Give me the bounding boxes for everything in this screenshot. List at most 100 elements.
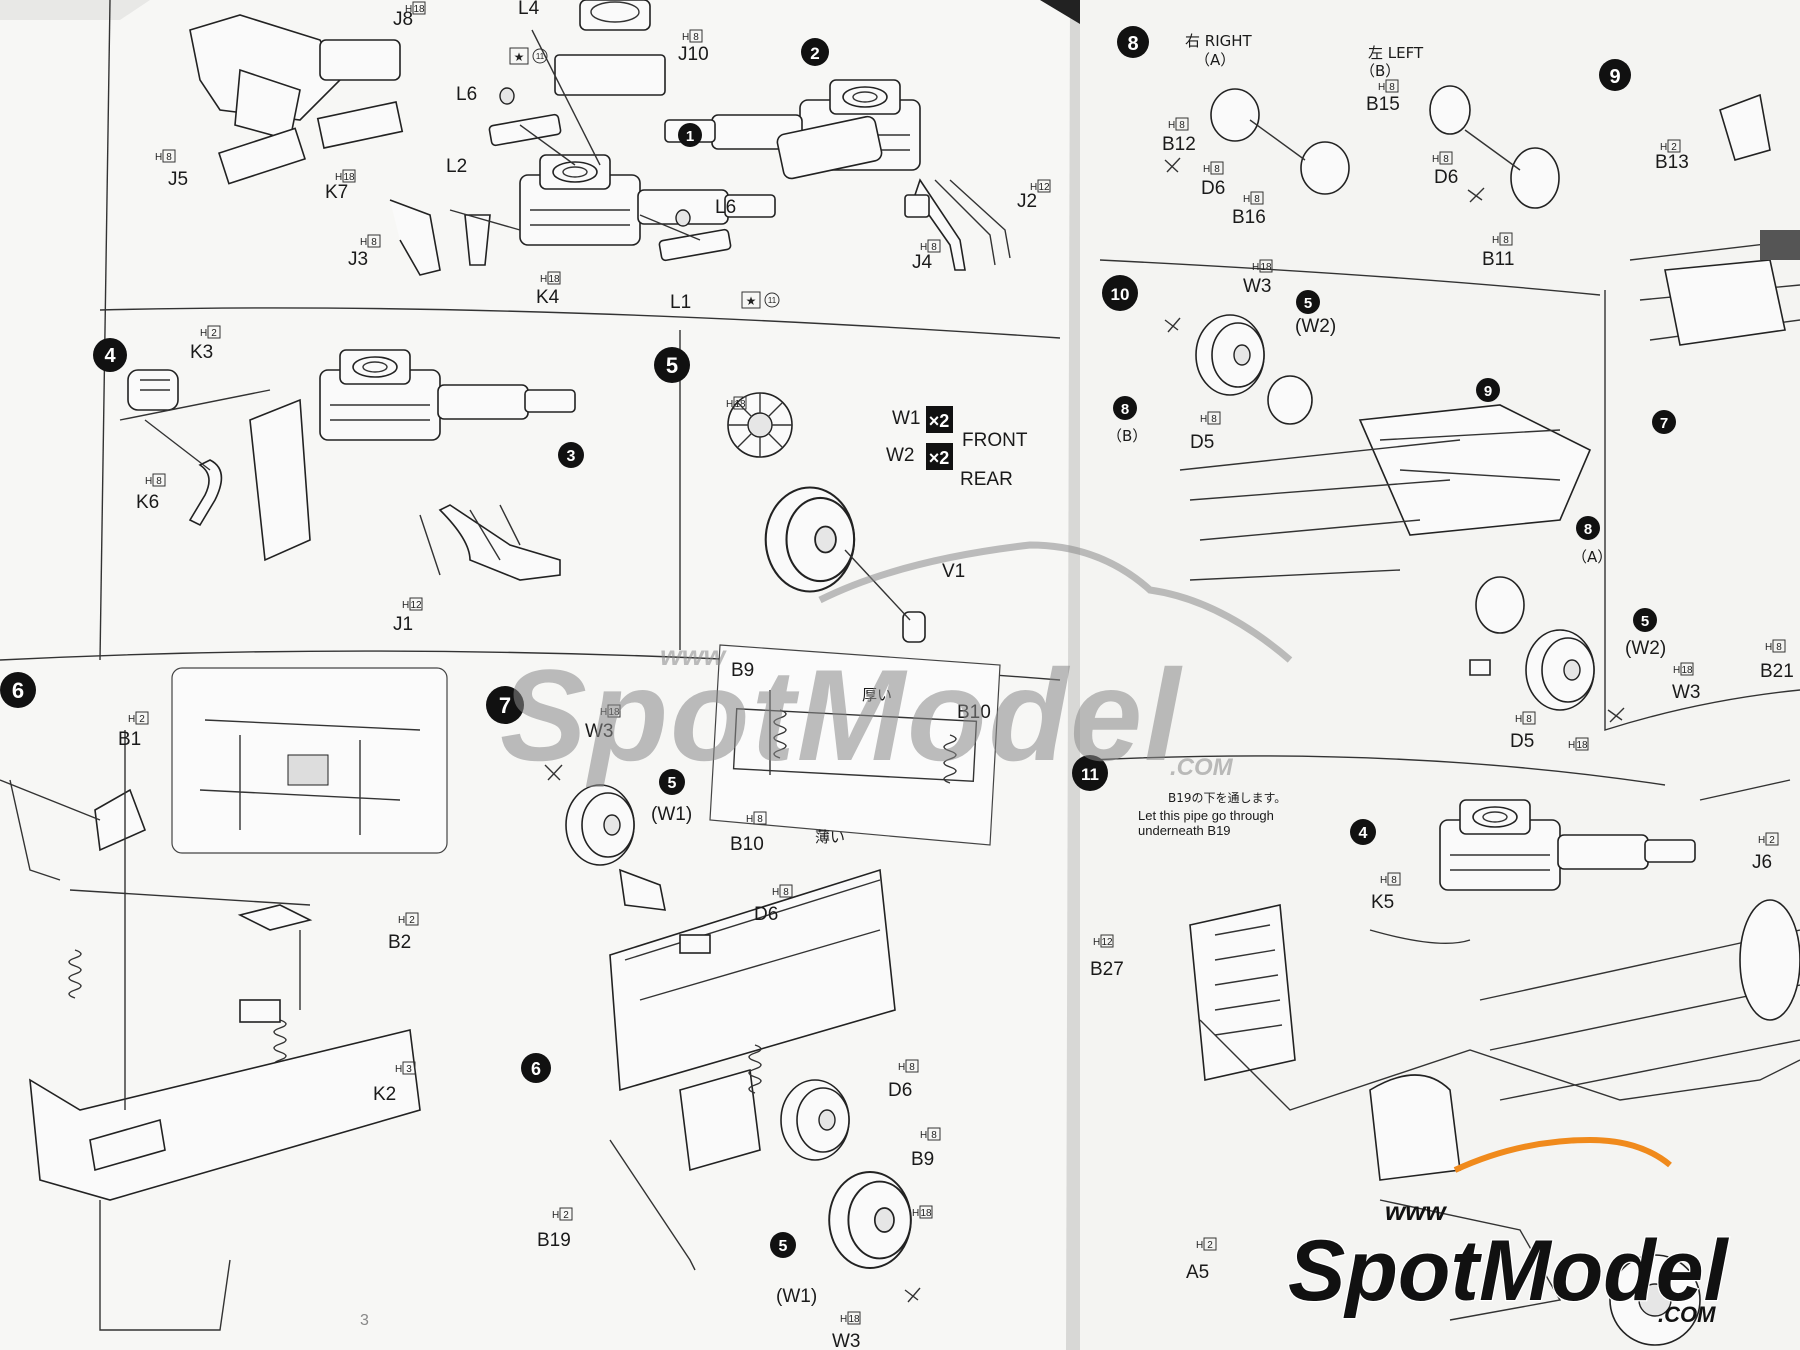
svg-text:H: H [1378,82,1385,93]
svg-text:H: H [1200,414,1207,425]
step-badge-9-callout: 9 [1476,378,1500,402]
label-left: 左 LEFT [1368,44,1424,62]
svg-text:H: H [145,476,152,487]
svg-text:9: 9 [1609,66,1620,88]
svg-text:H: H [1568,740,1575,751]
svg-text:H: H [402,600,409,611]
label-b16: B16 [1232,207,1266,228]
step-2-assembly [664,79,1011,271]
step-badge-9: 9 [1599,59,1631,91]
label-8b: （B） [1107,427,1147,445]
svg-text:6: 6 [531,1059,541,1079]
svg-text:H: H [335,172,342,183]
svg-text:SpotModel: SpotModel [500,642,1183,788]
label-w3-b: W3 [832,1331,861,1350]
note-jp: B19の下を通します。 [1168,791,1286,805]
label-rear: REAR [960,469,1013,490]
label-b1: B1 [118,729,141,750]
label-l6-b: L6 [715,197,736,218]
label-w2-a: (W2) [1295,316,1336,337]
svg-text:H: H [128,714,135,725]
svg-text:www: www [1385,1196,1447,1226]
svg-text:×2: ×2 [929,448,950,468]
label-k3: K3 [190,342,213,363]
step-badge-8-b: 8 [1113,396,1137,420]
svg-text:12: 12 [1038,182,1050,193]
step-badge-11: 11 [1072,755,1108,791]
svg-text:H: H [1432,154,1439,165]
svg-text:18: 18 [1260,262,1272,273]
label-d5-a: D5 [1190,432,1214,453]
svg-text:H: H [1203,164,1210,175]
label-k6: K6 [136,492,159,513]
svg-text:H: H [398,915,405,926]
step-8-assembly [1164,85,1560,209]
label-thick: 厚い [862,686,892,704]
step-badge-4-callout: 4 [1350,819,1376,845]
label-j6: J6 [1752,852,1772,873]
svg-text:H: H [840,1314,847,1325]
svg-text:18: 18 [413,4,425,15]
svg-text:3: 3 [567,448,576,465]
svg-text:12: 12 [1101,937,1113,948]
label-b15: B15 [1366,94,1400,115]
svg-text:8: 8 [909,1062,915,1073]
svg-text:2: 2 [409,915,415,926]
svg-text:2: 2 [1207,1240,1213,1251]
label-l1: L1 [670,292,691,313]
svg-text:8: 8 [1389,82,1395,93]
label-k4: K4 [536,287,560,308]
step-badge-4: 4 [93,338,127,372]
svg-text:H: H [155,152,162,163]
svg-text:4: 4 [104,345,116,367]
svg-text:8: 8 [1127,33,1138,55]
svg-text:2: 2 [139,714,145,725]
svg-text:H: H [1758,835,1765,846]
svg-text:H: H [746,814,753,825]
svg-text:11: 11 [768,296,777,305]
step-4-assembly [119,349,576,581]
label-k5: K5 [1371,892,1394,913]
svg-text:7: 7 [1660,415,1668,432]
svg-text:8: 8 [931,1130,937,1141]
label-d6-d: D6 [1434,167,1458,188]
svg-text:H: H [1243,194,1250,205]
step-badge-10: 10 [1102,275,1138,311]
svg-text:18: 18 [608,707,620,718]
svg-text:8: 8 [1254,194,1260,205]
label-b19: B19 [537,1230,571,1251]
step-7-inset [709,644,1001,846]
step-10-assembly [1164,314,1625,723]
label-d6-a: D6 [754,904,778,925]
svg-text:H: H [200,328,207,339]
label-left-b: （B） [1360,62,1400,80]
step-badge-2: 2 [801,38,829,66]
svg-text:H: H [682,32,689,43]
svg-text:8: 8 [1443,154,1449,165]
label-b11: B11 [1482,249,1514,270]
svg-text:18: 18 [1576,740,1588,751]
label-w2: W2 [886,445,915,466]
label-front: FRONT [962,430,1028,451]
step-6-assembly [0,667,448,1331]
svg-text:H: H [360,237,367,248]
label-b10-a: B10 [730,834,764,855]
svg-text:H: H [772,887,779,898]
label-w3-d: W3 [1672,682,1701,703]
svg-text:H: H [1673,665,1680,676]
step-badge-5-w1b: 5 [770,1232,796,1258]
qty-badge-front [926,406,953,433]
part-labels: L4 J8 J10 L6 L6 L2 L1 J5 K7 J3 K4 J2 J4 … [118,0,1794,1350]
label-j1: J1 [393,614,413,635]
svg-text:5: 5 [1641,613,1649,630]
svg-text:H: H [405,4,412,15]
svg-text:10: 10 [1111,285,1130,304]
svg-text:8: 8 [757,814,763,825]
svg-text:5: 5 [668,775,677,792]
svg-text:8: 8 [1179,120,1185,131]
label-8a: （A） [1572,548,1612,566]
svg-text:H: H [552,1210,559,1221]
svg-text:5: 5 [779,1238,788,1255]
